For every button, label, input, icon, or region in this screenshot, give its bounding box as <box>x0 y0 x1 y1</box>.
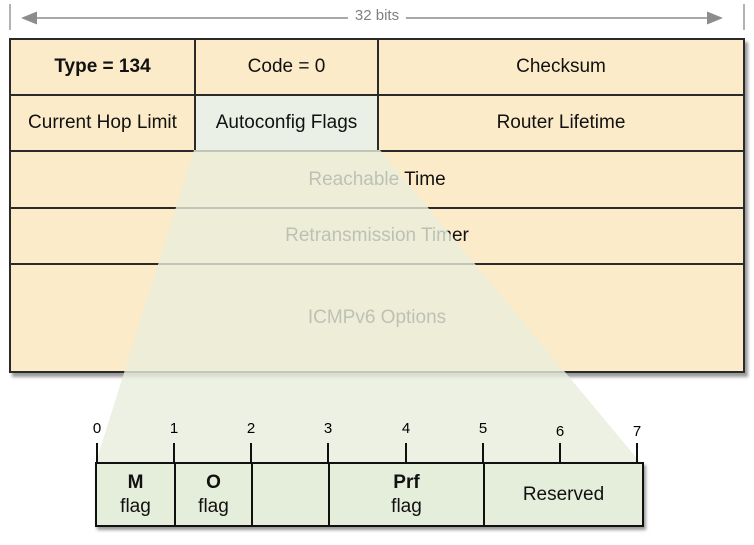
left-arrowhead-icon <box>21 11 37 25</box>
packet-table: Type = 134 Code = 0 Checksum Current Hop… <box>9 38 745 373</box>
field-retransmission-timer: Retransmission Timer <box>11 207 743 263</box>
flag-name: M <box>127 471 144 493</box>
bit-label-6: 6 <box>555 423 565 440</box>
flag-cell-m: M flag <box>97 464 174 525</box>
flag-name: O <box>206 471 221 493</box>
field-current-hop-limit: Current Hop Limit <box>11 94 196 150</box>
bit-label-1: 1 <box>169 420 179 437</box>
width-indicator-left-tick <box>9 4 11 30</box>
bit-tick-5 <box>482 443 484 463</box>
field-type: Type = 134 <box>11 40 196 94</box>
autoconfig-flags-detail-box: M flag O flag Prf flag Reserved <box>95 462 644 527</box>
bit-tick-7 <box>636 443 638 463</box>
bit-label-3: 3 <box>323 420 333 437</box>
field-code: Code = 0 <box>196 40 379 94</box>
bit-tick-3 <box>327 443 329 463</box>
flag-word: flag <box>198 495 229 517</box>
flag-name: Reserved <box>522 483 605 505</box>
flag-cell-empty <box>251 464 328 525</box>
bit-tick-0 <box>96 443 98 463</box>
flag-name: Prf <box>393 471 420 493</box>
flag-cell-reserved: Reserved <box>483 464 642 525</box>
bit-label-5: 5 <box>478 420 488 437</box>
bits-width-label: 32 bits <box>347 7 407 24</box>
flag-word: flag <box>391 495 422 517</box>
bit-tick-6 <box>559 443 561 463</box>
bit-label-7: 7 <box>632 423 642 440</box>
right-arrowhead-icon <box>707 11 723 25</box>
field-autoconfig-flags: Autoconfig Flags <box>196 94 379 150</box>
flag-cell-o: O flag <box>174 464 251 525</box>
bit-tick-4 <box>405 443 407 463</box>
bit-tick-1 <box>173 443 175 463</box>
bit-label-4: 4 <box>401 420 411 437</box>
bit-tick-2 <box>250 443 252 463</box>
width-indicator-right-tick <box>743 4 745 30</box>
field-checksum: Checksum <box>516 56 606 77</box>
field-icmpv6-options: ICMPv6 Options <box>11 263 743 371</box>
field-router-lifetime: Router Lifetime <box>379 94 743 150</box>
bit-label-2: 2 <box>246 420 256 437</box>
flag-cell-prf: Prf flag <box>328 464 483 525</box>
field-reachable-time: Reachable Time <box>11 150 743 207</box>
flag-word: flag <box>120 495 151 517</box>
bit-label-0: 0 <box>92 420 102 437</box>
